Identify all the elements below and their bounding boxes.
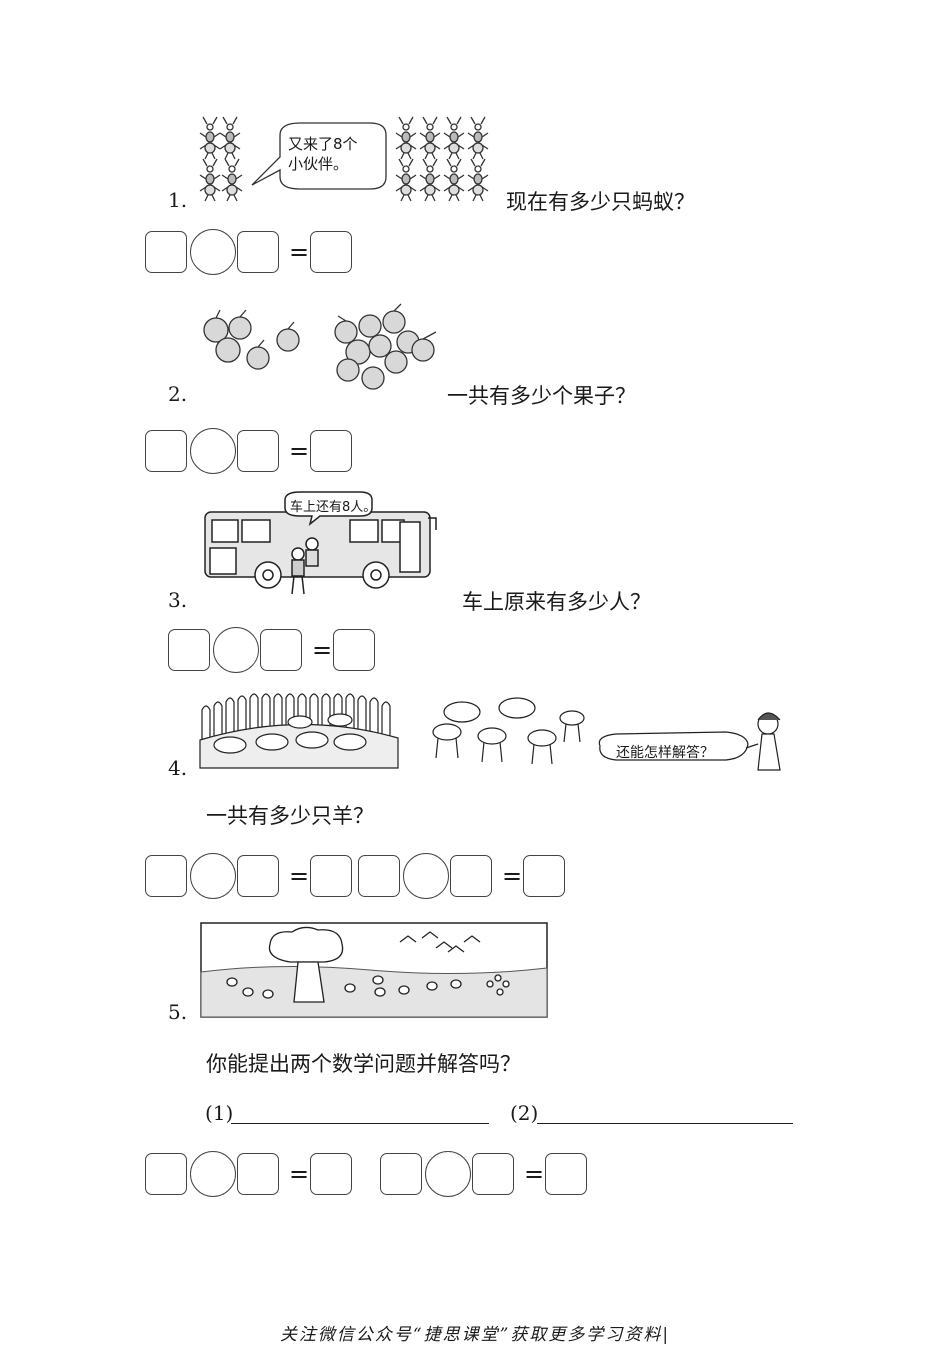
operator-circle[interactable] (403, 853, 449, 899)
bubble-line-1: 又来了8个 (288, 135, 358, 153)
answer-blank-2[interactable] (537, 1123, 793, 1124)
problem-number: 2. (168, 382, 188, 406)
operator-circle[interactable] (190, 428, 236, 474)
operator-circle[interactable] (213, 627, 259, 673)
problem-number: 4. (168, 756, 188, 780)
sheep-fence-illustration (199, 693, 399, 769)
speech-bubble-4: 还能怎样解答？ (616, 745, 714, 761)
answer-box[interactable] (472, 1153, 514, 1195)
answer-box[interactable] (237, 430, 279, 472)
result-box[interactable] (310, 231, 352, 273)
ants-illustration (199, 116, 489, 202)
problem-question: 车上原来有多少人？ (462, 590, 651, 614)
equals-sign: = (524, 1160, 545, 1188)
answer-blank-1[interactable] (231, 1123, 489, 1124)
speech-bubble-1: 又来了8个 小伙伴。 (288, 134, 358, 174)
fruits-illustration (203, 303, 437, 390)
answer-box[interactable] (260, 629, 302, 671)
equals-sign: = (289, 437, 310, 465)
problem-question: 现在有多少只蚂蚁？ (506, 190, 695, 214)
answer-box[interactable] (237, 1153, 279, 1195)
result-box[interactable] (333, 629, 375, 671)
problem-question: 一共有多少只羊？ (206, 804, 374, 828)
problem-number: 5. (168, 1000, 188, 1024)
bus-illustration (204, 491, 437, 595)
operator-circle[interactable] (190, 229, 236, 275)
answer-box[interactable] (145, 1153, 187, 1195)
problem-question: 一共有多少个果子？ (447, 384, 636, 408)
speech-bubble-3: 车上还有8人。 (290, 500, 377, 515)
equals-sign: = (289, 238, 310, 266)
answer-box[interactable] (450, 855, 492, 897)
equals-sign: = (312, 636, 333, 664)
blank-label-2: (2) (510, 1101, 539, 1125)
footer-promo-text: 关注微信公众号“捷思课堂”获取更多学习资料| (279, 1325, 671, 1345)
answer-box[interactable] (145, 231, 187, 273)
answer-box[interactable] (145, 430, 187, 472)
bubble-line-2: 小伙伴。 (288, 155, 349, 173)
result-box[interactable] (310, 430, 352, 472)
garden-scene-illustration (200, 922, 548, 1018)
result-box[interactable] (310, 855, 352, 897)
equals-sign: = (289, 1160, 310, 1188)
equals-sign: = (502, 862, 523, 890)
answer-box[interactable] (237, 855, 279, 897)
operator-circle[interactable] (190, 853, 236, 899)
goats-illustration (432, 697, 585, 765)
operator-circle[interactable] (425, 1151, 471, 1197)
result-box[interactable] (545, 1153, 587, 1195)
answer-box[interactable] (358, 855, 400, 897)
result-box[interactable] (310, 1153, 352, 1195)
problem-question: 你能提出两个数学问题并解答吗？ (206, 1052, 521, 1076)
operator-circle[interactable] (190, 1151, 236, 1197)
result-box[interactable] (523, 855, 565, 897)
problem-number: 1. (168, 188, 188, 212)
girl-bubble-illustration (598, 712, 781, 771)
answer-box[interactable] (168, 629, 210, 671)
equals-sign: = (289, 862, 310, 890)
answer-box[interactable] (145, 855, 187, 897)
blank-label-1: (1) (205, 1101, 234, 1125)
answer-box[interactable] (237, 231, 279, 273)
problem-number: 3. (168, 588, 188, 612)
answer-box[interactable] (380, 1153, 422, 1195)
